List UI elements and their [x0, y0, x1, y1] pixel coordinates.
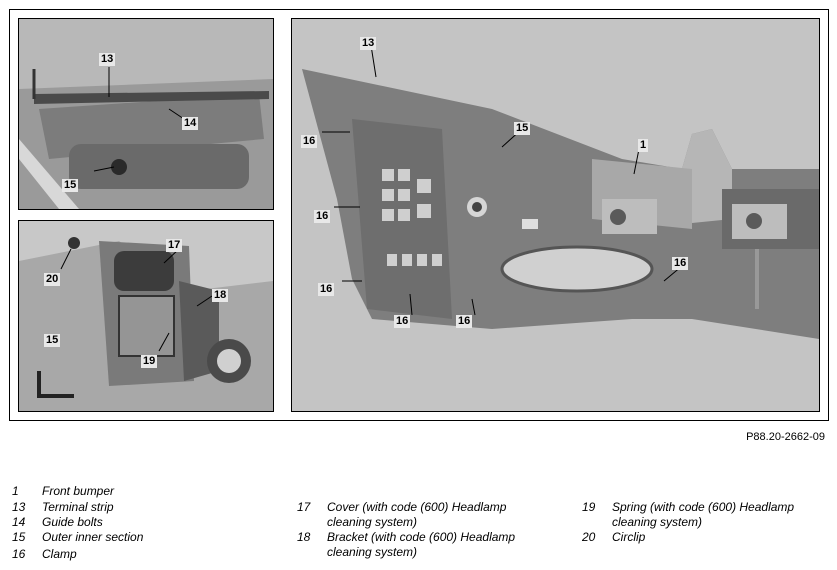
legend-number: 1 [12, 484, 19, 498]
callout-16: 16 [672, 257, 689, 270]
front-bumper-photo: 13 15 1 16 16 16 16 16 16 [291, 18, 820, 412]
front-bumper-illustration [292, 19, 819, 411]
legend-number: 15 [12, 530, 26, 544]
callout-15: 15 [62, 179, 79, 192]
detail-photo-headlamp-bracket: 17 18 20 15 19 [18, 220, 274, 412]
callout-13: 13 [360, 37, 377, 50]
callout-16: 16 [456, 315, 473, 328]
callout-16: 16 [394, 315, 411, 328]
detail-photo-terminal-strip: 13 14 15 [18, 18, 274, 210]
legend-item-18: 18 Bracket (with code (600) Headlamp cle… [297, 530, 567, 562]
legend-number: 17 [297, 500, 311, 514]
callout-15: 15 [514, 122, 531, 135]
legend-number: 16 [12, 547, 26, 561]
legend-item-19: 19 Spring (with code (600) Headlamp clea… [582, 500, 827, 532]
legend-number: 20 [582, 530, 596, 544]
callout-18: 18 [212, 289, 229, 302]
legend-text: Guide bolts [42, 515, 103, 529]
legend-item-15: 15 Outer inner section [12, 530, 282, 546]
headlamp-bracket-illustration [19, 221, 273, 411]
callout-17: 17 [166, 239, 183, 252]
legend-item-16: 16 Clamp [12, 547, 282, 563]
figure-frame: 13 14 15 17 18 20 15 19 [9, 9, 829, 421]
legend-text: Front bumper [42, 484, 115, 498]
legend-text: Cover (with code (600) Headlamp cleaning… [327, 500, 507, 529]
callout-13: 13 [99, 53, 116, 66]
callout-16: 16 [318, 283, 335, 296]
callout-19: 19 [141, 355, 158, 368]
legend-text: Bracket (with code (600) Headlamp cleani… [327, 530, 516, 559]
legend-text: Circlip [612, 530, 646, 544]
callout-1: 1 [638, 139, 649, 152]
legend-number: 14 [12, 515, 26, 529]
legend-text: Clamp [42, 547, 77, 561]
callout-16: 16 [301, 135, 318, 148]
legend-number: 13 [12, 500, 26, 514]
legend-item-1: 1 Front bumper [12, 484, 282, 500]
legend-number: 18 [297, 530, 311, 544]
legend-item-20: 20 Circlip [582, 530, 827, 546]
legend-item-13: 13 Terminal strip [12, 500, 282, 516]
legend-item-14: 14 Guide bolts [12, 515, 282, 531]
callout-16: 16 [314, 210, 331, 223]
callout-20: 20 [44, 273, 61, 286]
legend-text: Terminal strip [42, 500, 114, 514]
terminal-strip-illustration [19, 19, 273, 209]
legend-text: Outer inner section [42, 530, 144, 544]
legend-text: Spring (with code (600) Headlamp cleanin… [612, 500, 795, 529]
callout-15: 15 [44, 334, 61, 347]
figure-id: P88.20-2662-09 [746, 431, 825, 443]
legend-item-17: 17 Cover (with code (600) Headlamp clean… [297, 500, 567, 532]
callout-14: 14 [182, 117, 199, 130]
legend-number: 19 [582, 500, 596, 514]
